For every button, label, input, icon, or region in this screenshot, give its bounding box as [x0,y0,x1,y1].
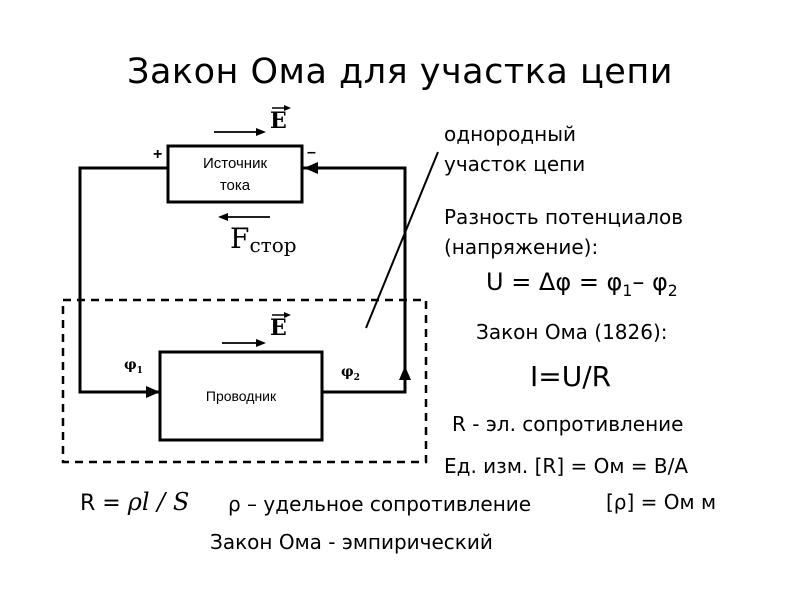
resistivity-unit: [ρ] = Ом м [606,490,717,514]
resistance-definition: R - эл. сопротивление [452,412,684,436]
current-arrow-source [304,162,318,174]
voltage-formula: U = Δφ = φ1– φ2 [486,268,678,300]
minus-sign: – [307,144,316,161]
source-label-line1: Источник [202,155,268,172]
potential-diff-line2: (напряжение): [444,235,599,259]
current-arrow-right [399,366,411,380]
current-source-box [166,144,304,204]
conductor-label: Проводник [205,388,277,404]
circuit-wire-right [302,166,407,394]
e-vector-symbol-conductor: E [270,315,287,341]
slide-title: Закон Ома для участка цепи [127,52,673,92]
unit-definition: Ед. изм. [R] = Ом = В/А [444,454,689,478]
phi1-label: φ1 [124,357,143,376]
homogeneous-label-line2: участок цепи [444,152,586,176]
potential-diff-line1: Разность потенциалов [444,205,684,229]
ohm-formula: I=U/R [530,360,612,393]
current-arrow-left [146,386,160,398]
f-stor-symbol: Fстор [230,222,297,257]
annotation-pointer-line [365,151,439,329]
empirical-note: Закон Ома - эмпирический [210,530,493,554]
resistivity-formula: R = ρl / S [80,488,190,516]
homogeneous-section-frame [61,298,428,464]
resistivity-definition: ρ – удельное сопротивление [228,492,532,516]
conductor-box [158,350,324,442]
phi2-label: φ2 [341,364,360,383]
ohm-law-heading: Закон Ома (1826): [476,320,668,344]
e-vector-symbol-top: E [270,108,287,134]
plus-sign: + [153,146,163,163]
circuit-wire-top-left [78,166,168,394]
homogeneous-label-line1: однородный [444,122,577,146]
source-label-line2: тока [219,177,251,194]
